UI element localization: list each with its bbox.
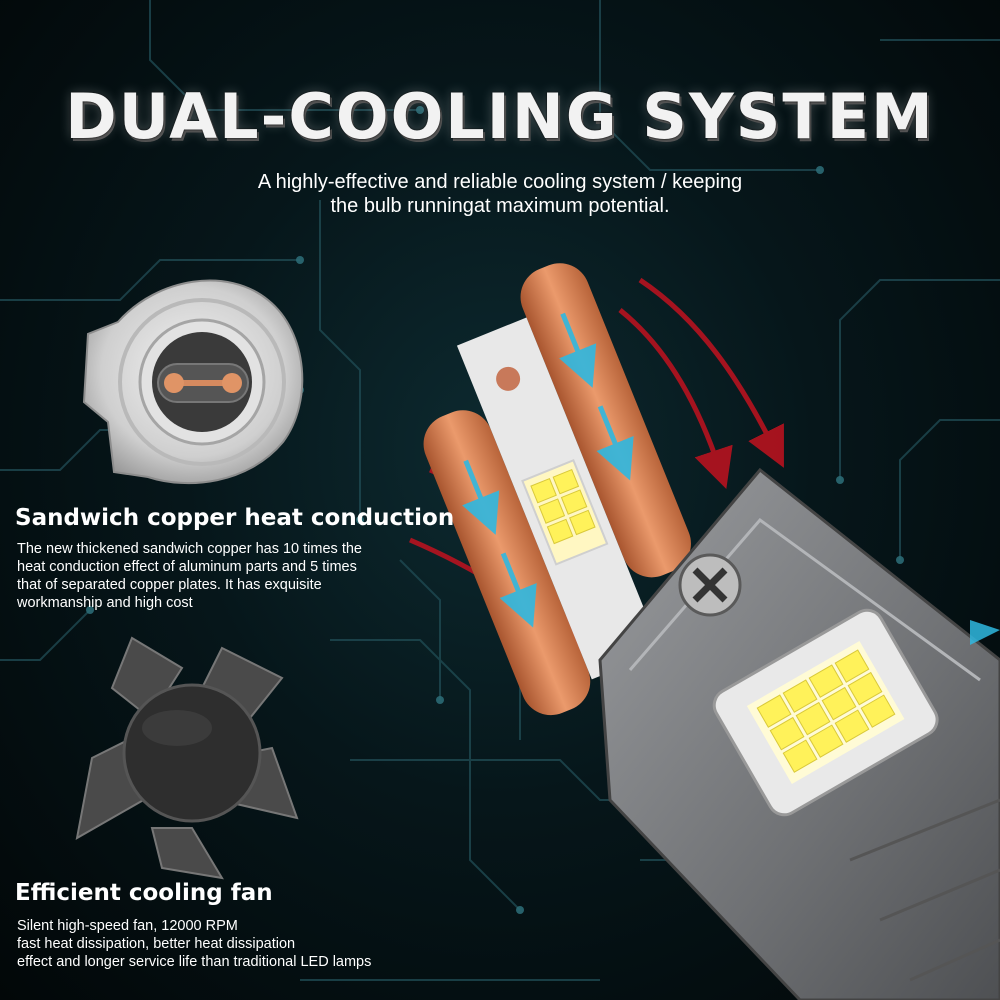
feature-body-copper: The new thickened sandwich copper has 10… <box>17 541 362 611</box>
subtitle-line: A highly-effective and reliable cooling … <box>257 171 743 193</box>
subtitle-line: the bulb runningat maximum potential. <box>330 195 670 217</box>
page-title: DUAL-COOLING SYSTEM <box>65 80 935 153</box>
led-bulb-graphic <box>409 263 1000 1000</box>
cooling-fan-icon <box>75 636 299 880</box>
feature-body-fan: Silent high-speed fan, 12000 RPM fast he… <box>17 918 372 970</box>
subtitle: A highly-effective and reliable cooling … <box>150 170 850 218</box>
screw-icon <box>678 553 742 617</box>
bulb-socket-icon <box>82 279 304 485</box>
airflow-arrow-icon <box>920 620 1000 645</box>
feature-heading-fan: Efficient cooling fan <box>15 880 273 906</box>
feature-heading-copper: Sandwich copper heat conduction <box>15 505 455 531</box>
